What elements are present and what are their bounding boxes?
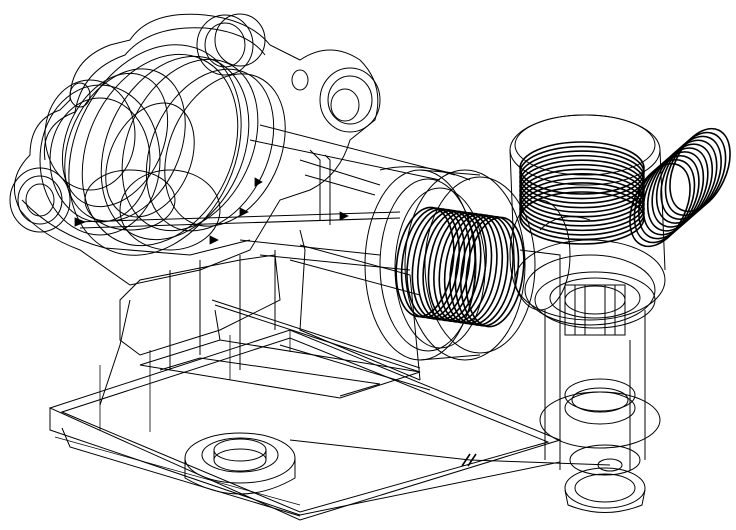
coil-turn <box>422 210 482 322</box>
pedestal <box>99 229 431 406</box>
flow-markers <box>74 177 349 245</box>
coil-turn <box>438 212 498 324</box>
coil-turn <box>465 216 525 328</box>
coil-turn <box>664 131 727 217</box>
coil-turn <box>454 215 514 326</box>
coil-turn <box>400 207 460 319</box>
coil-turn <box>646 147 709 232</box>
coil-turn <box>519 145 645 200</box>
base-bolt-hole <box>184 432 296 495</box>
coil-turn <box>638 155 700 240</box>
coil-turn <box>443 213 504 325</box>
coil-turn <box>433 211 493 323</box>
coil-turn <box>655 139 718 224</box>
coil-turn <box>651 143 714 228</box>
coil-turn <box>406 208 466 319</box>
main-bore-rings <box>39 44 286 256</box>
coil-turn <box>395 206 455 318</box>
coil-turn <box>411 208 471 320</box>
coil-turn <box>669 127 731 213</box>
central-shaft <box>74 124 456 271</box>
coil-turn <box>660 135 722 220</box>
coil-turn <box>416 209 477 321</box>
coil-turn <box>449 214 509 326</box>
outlet-column <box>534 271 661 513</box>
outlet-coil <box>629 127 731 248</box>
coil-turn <box>519 159 645 213</box>
internal-linework <box>299 159 591 340</box>
upper-right-coil <box>519 141 645 245</box>
coil-turn <box>642 151 705 236</box>
middle-barrel <box>364 169 536 361</box>
coil-turn <box>519 141 645 195</box>
coil-turn <box>427 211 487 323</box>
base-plate <box>48 329 562 521</box>
coil-turn <box>519 168 645 223</box>
coil-turn <box>519 150 645 204</box>
break-leader-line <box>289 439 611 467</box>
inlet-coil <box>395 206 525 328</box>
coil-turn <box>460 215 520 327</box>
